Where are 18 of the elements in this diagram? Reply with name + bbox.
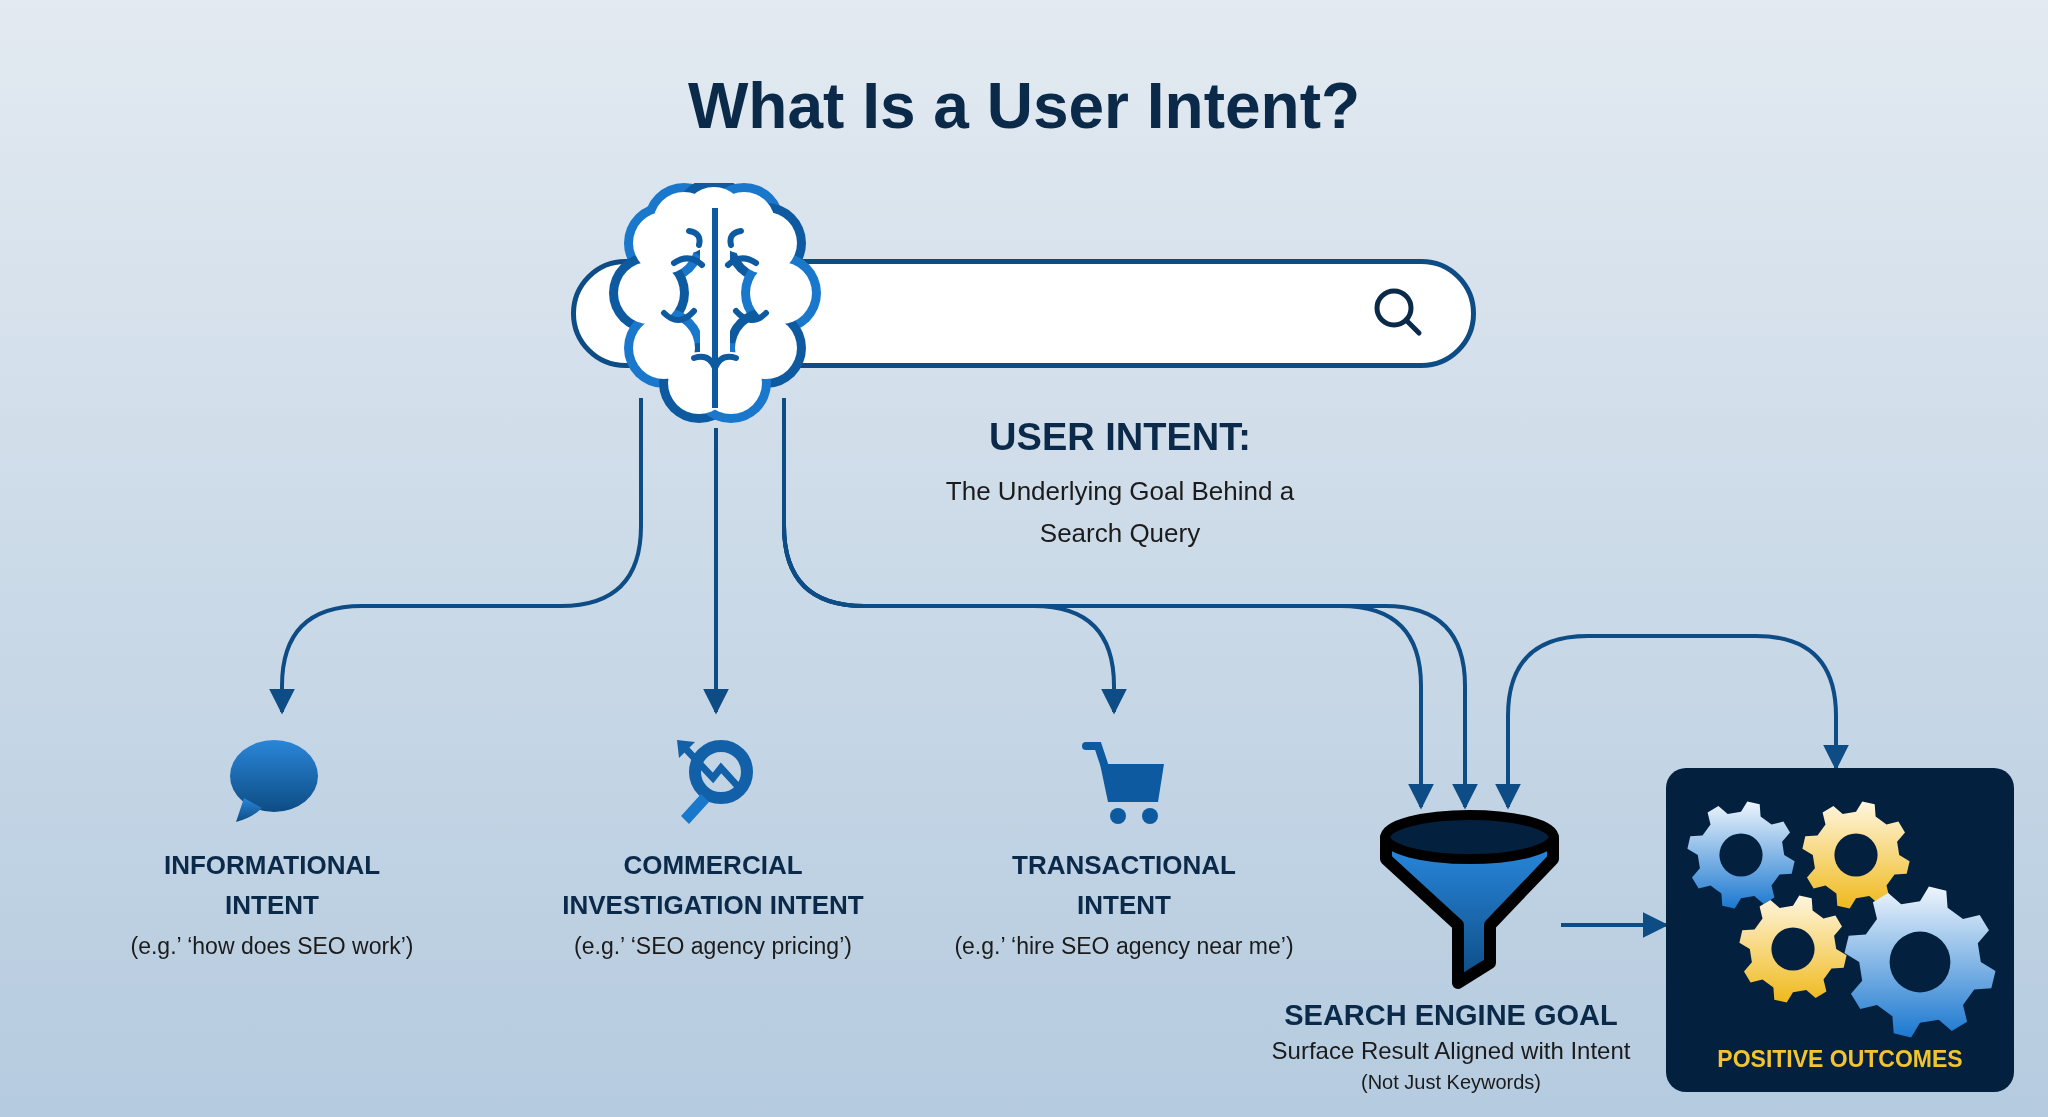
example-text: (e.g.’ ‘how does SEO work’) xyxy=(130,932,414,961)
outcome-panel xyxy=(1666,768,2014,1092)
node-caption: (Not Just Keywords) xyxy=(1360,1070,1542,1095)
arrow xyxy=(703,428,729,715)
panel-label: POSITIVE OUTCOMES xyxy=(1716,1044,1964,1074)
example-text: (e.g.’ ‘hire SEO agency near me’) xyxy=(954,932,1294,961)
definition-text: The Underlying Goal Behind a Search Query xyxy=(945,475,1295,550)
definition-heading: USER INTENT: xyxy=(989,415,1251,460)
funnel-drawing xyxy=(1378,807,1561,989)
example-text: (e.g.’ ‘SEO agency pricing’) xyxy=(574,932,852,961)
intent-heading: COMMERCIAL INVESTIGATION INTENT xyxy=(561,849,865,922)
node-heading: SEARCH ENGINE GOAL xyxy=(1284,998,1618,1033)
arrow xyxy=(269,398,643,715)
node-caption: Surface Result Aligned with Intent xyxy=(1271,1036,1631,1066)
arrow xyxy=(1495,634,1849,810)
intent-heading: INFORMATIONAL INTENT xyxy=(162,849,382,922)
title: What Is a User Intent? xyxy=(687,69,1361,144)
intent-heading: TRANSACTIONAL INTENT xyxy=(1011,849,1237,922)
